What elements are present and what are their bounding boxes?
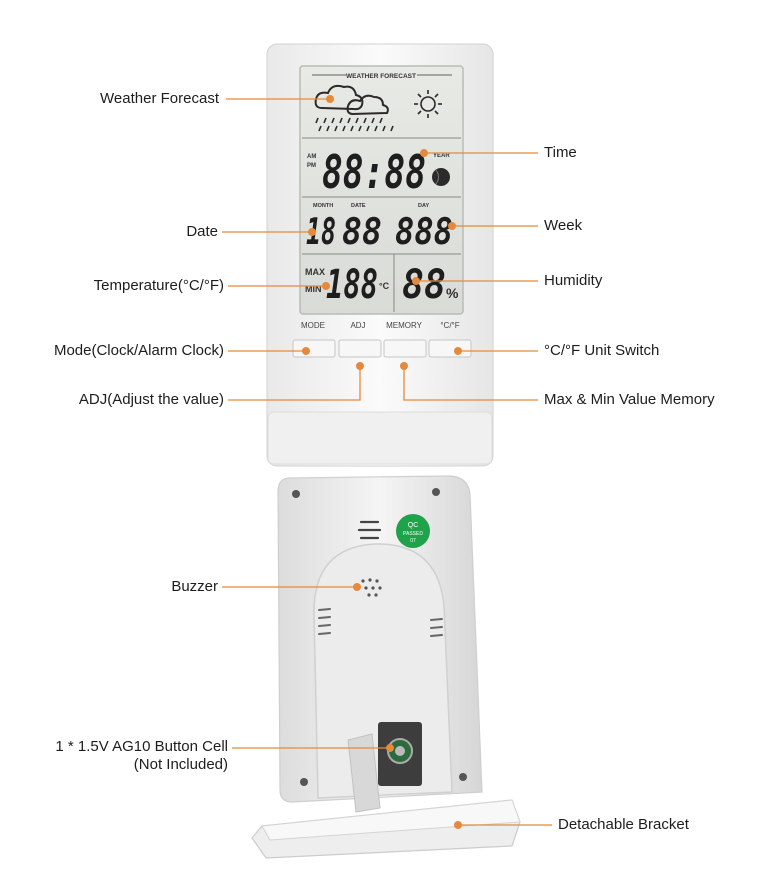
- lcd-screen: [299, 65, 464, 315]
- lcd-humidity-value: 88: [402, 262, 446, 308]
- callout-battery: 1 * 1.5V AG10 Button Cell (Not Included): [55, 738, 228, 774]
- leader-adj: [228, 366, 361, 401]
- moon-icon: [432, 168, 450, 186]
- lcd-month-label: MONTH: [313, 203, 333, 209]
- sun-icon: [414, 90, 442, 118]
- adj-button-label: ADJ: [350, 321, 365, 330]
- lcd-am: AM: [307, 154, 316, 160]
- leader-dots: [302, 95, 462, 829]
- lcd-date-value: 88: [342, 212, 382, 253]
- adj-button[interactable]: [338, 339, 382, 358]
- callout-battery-line-2: (Not Included): [133, 756, 228, 773]
- lcd-pm: PM: [307, 163, 316, 169]
- callout-date: Date: [186, 223, 218, 240]
- lcd-humidity-unit: %: [446, 285, 459, 301]
- lcd-header: WEATHER FORECAST: [346, 73, 416, 80]
- front-base-strip: [267, 411, 493, 465]
- memory-button[interactable]: [383, 339, 427, 358]
- callout-memory: Max & Min Value Memory: [544, 391, 715, 408]
- qc-line-1: QC: [408, 522, 419, 529]
- buzzer-holes: [361, 578, 382, 597]
- callout-unit-switch: °C/°F Unit Switch: [544, 342, 660, 359]
- callout-week: Week: [544, 217, 583, 234]
- lcd-temp-unit: °C: [379, 281, 390, 291]
- mode-button-label: MODE: [301, 321, 325, 330]
- lcd-day-value: 888: [395, 212, 453, 253]
- callout-mode: Mode(Clock/Alarm Clock): [53, 342, 224, 359]
- lcd-day-label: DAY: [418, 203, 429, 209]
- qc-line-3: 07: [410, 538, 416, 544]
- callout-weather-forecast: Weather Forecast: [100, 90, 219, 107]
- leader-lines: [222, 98, 552, 826]
- callout-humidity: Humidity: [544, 272, 603, 289]
- memory-button-label: MEMORY: [386, 321, 423, 330]
- lcd-time: 88:88: [322, 145, 426, 199]
- lcd-date-label: DATE: [351, 203, 366, 209]
- callout-time: Time: [544, 144, 577, 161]
- bracket-stand: [347, 733, 381, 813]
- rain-icon: [315, 117, 394, 132]
- back-device: QC PASSED 07: [251, 475, 521, 859]
- callout-battery-line-1: 1 * 1.5V AG10 Button Cell: [55, 738, 228, 755]
- front-device: WEATHER FORECAST AM: [266, 43, 494, 467]
- callout-buzzer: Buzzer: [171, 578, 218, 595]
- callout-adj: ADJ(Adjust the value): [78, 391, 224, 408]
- qc-line-2: PASSED: [403, 531, 423, 537]
- unit-button-label: °C/°F: [440, 321, 459, 330]
- mode-button[interactable]: [292, 339, 336, 358]
- lcd-max: MAX: [305, 267, 325, 277]
- leader-memory: [403, 366, 538, 401]
- callout-bracket: Detachable Bracket: [558, 816, 689, 833]
- unit-switch-button[interactable]: [428, 339, 472, 358]
- lcd-min: MIN: [305, 284, 322, 294]
- lcd-temp-value: 188: [326, 262, 378, 308]
- lcd-year-tag: YEAR: [433, 153, 450, 159]
- qc-sticker: [396, 514, 430, 548]
- callout-temperature: Temperature(°C/°F): [93, 277, 224, 294]
